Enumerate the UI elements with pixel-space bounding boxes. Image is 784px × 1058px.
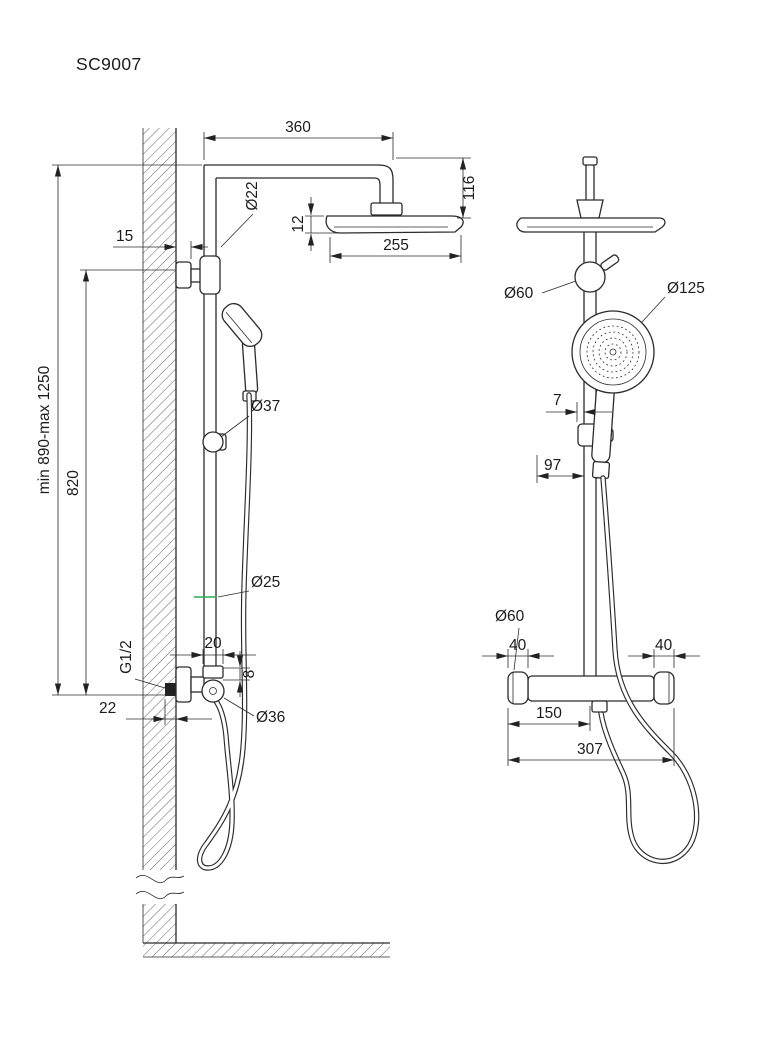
dim-wall-inset-label: 22 — [99, 700, 116, 717]
leader-line — [641, 296, 666, 323]
dim-left-end-width-label: 40 — [509, 637, 527, 654]
leader-line — [220, 415, 250, 438]
wall-break-squiggle — [135, 875, 185, 883]
head-cone — [576, 199, 604, 219]
dim-head-drop-label: 116 — [461, 176, 478, 201]
outlet-elbow — [201, 679, 225, 703]
overhead-shower-head-side — [325, 215, 464, 234]
dim-handle-length-label: 97 — [544, 457, 561, 474]
hand-shower-face — [571, 310, 655, 394]
hand-shower-head — [221, 302, 263, 348]
dim-elbow-diameter-label: Ø36 — [256, 709, 285, 726]
dim-lower-pipe-diameter-label: Ø25 — [251, 574, 280, 591]
side-dimensions: 360 Ø22 116 12 255 — [36, 119, 478, 726]
stem-cap — [582, 156, 598, 166]
dim-pipe-diameter-label: Ø22 — [244, 181, 261, 210]
dim-holder-offset-label: 7 — [553, 392, 562, 409]
slider-clamp-side — [202, 431, 227, 453]
dim-height-range-label: min 890-max 1250 — [36, 365, 53, 494]
dim-head-thickness-label: 12 — [290, 215, 307, 232]
dim-inlet-thread-label: G1/2 — [118, 640, 135, 674]
dim-bracket-diameter-label: Ø60 — [504, 285, 534, 302]
outlet-plate — [175, 666, 192, 703]
side-view: 360 Ø22 116 12 255 — [36, 119, 478, 958]
wall-outlet-assembly — [165, 665, 225, 703]
model-number: SC9007 — [76, 54, 142, 74]
dim-right-end-width-label: 40 — [655, 637, 673, 654]
valve-hose-outlet — [591, 700, 608, 713]
leader-line — [541, 280, 577, 294]
leader-line — [513, 627, 520, 671]
head-collar — [370, 202, 403, 216]
wall-bracket-side — [175, 255, 221, 295]
shower-hose-side — [196, 392, 253, 871]
overhead-shower-head-front — [516, 217, 666, 233]
wall-hatch — [143, 128, 176, 943]
hand-shower-side — [221, 302, 263, 402]
mixer-valve — [507, 671, 675, 705]
leader-line — [223, 697, 255, 717]
front-dimensions: Ø60 Ø125 7 97 Ø60 40 — [482, 280, 705, 766]
valve-body — [527, 675, 655, 702]
dim-inlet-spacing-label: 150 — [536, 705, 562, 722]
valve-right-knob — [653, 671, 675, 705]
outlet-top-part — [202, 665, 224, 679]
arm-elbow — [377, 164, 394, 203]
wall-bracket-front — [574, 254, 620, 293]
valve-left-knob — [507, 671, 529, 705]
front-riser-pipe — [576, 156, 604, 676]
dim-head-width-label: 255 — [383, 237, 409, 254]
leader-line — [134, 678, 166, 689]
hand-shower-front — [571, 310, 655, 480]
leader-line — [217, 590, 250, 598]
hose-connector-front — [591, 460, 611, 480]
dim-bar-length-label: 820 — [65, 470, 82, 496]
dim-outlet-height-label: 8 — [241, 670, 258, 679]
g-half-inlet — [165, 683, 176, 696]
floor-hatch — [143, 943, 390, 957]
dim-arm-width-label: 360 — [285, 119, 311, 136]
hand-shower-handle-front — [591, 384, 615, 464]
dim-slider-diameter-label: Ø37 — [251, 398, 280, 415]
dim-knob-diameter-label: Ø60 — [495, 608, 525, 625]
front-view: Ø60 Ø125 7 97 Ø60 40 — [482, 156, 705, 864]
shower-riser-pipe — [203, 164, 403, 668]
floor — [143, 942, 390, 958]
dim-valve-width-label: 307 — [577, 741, 603, 758]
dim-handshower-diameter-label: Ø125 — [667, 280, 705, 297]
dim-outlet-width-label: 20 — [204, 635, 222, 652]
wall — [135, 128, 185, 943]
leader-line — [220, 213, 254, 248]
dim-bracket-offset-label: 15 — [116, 228, 133, 245]
shower-hose-front — [591, 475, 700, 864]
